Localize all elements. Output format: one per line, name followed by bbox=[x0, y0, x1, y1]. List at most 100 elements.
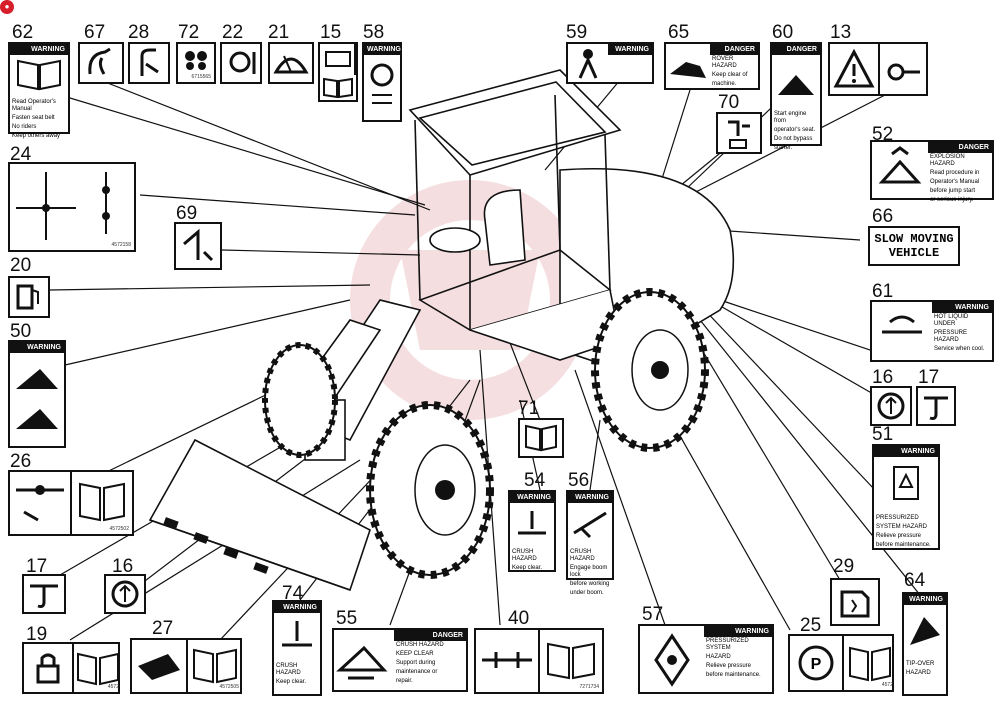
boom-lock-icon bbox=[573, 511, 607, 539]
manual-book-icon bbox=[17, 59, 61, 91]
callout-64: 64 bbox=[904, 570, 926, 591]
callout-16-left: 16 bbox=[112, 556, 134, 577]
decal-65-line-1: ROVER HAZARD bbox=[712, 56, 737, 69]
callout-25: 25 bbox=[800, 615, 822, 636]
decal-19-lock bbox=[24, 644, 74, 692]
decal-27-attachment bbox=[132, 640, 188, 692]
decal-69 bbox=[174, 222, 222, 270]
callout-70: 70 bbox=[718, 92, 740, 113]
decal-24: 4572158 bbox=[8, 162, 136, 252]
decal-55-line-2: KEEP CLEAR bbox=[396, 651, 434, 657]
crush-hazard-icon bbox=[518, 511, 546, 535]
callout-65: 65 bbox=[668, 22, 690, 43]
decal-26-manual: 4572502 bbox=[72, 472, 132, 534]
decal-60-line-1: Start engine from bbox=[774, 111, 807, 124]
decal-27-manual: 4572505 bbox=[188, 640, 242, 692]
rollover-hazard-icon bbox=[670, 62, 706, 78]
decal-56: WARNING CRUSH HAZARD Engage boom lock be… bbox=[566, 490, 614, 596]
callout-13: 13 bbox=[830, 22, 852, 43]
joystick-pattern-icon bbox=[16, 172, 110, 240]
callout-20: 20 bbox=[10, 255, 32, 276]
decal-72-code: 6715565 bbox=[191, 74, 211, 80]
callout-74: 74 bbox=[282, 583, 304, 604]
left-rear-tire bbox=[262, 342, 338, 458]
decal-54-line-2: Keep clear. bbox=[512, 565, 543, 571]
decal-22 bbox=[220, 42, 262, 84]
decal-60: DANGER Start engine from operator's seat… bbox=[770, 42, 822, 151]
decal-70 bbox=[716, 112, 762, 154]
decal-57-line-1: PRESSURIZED SYSTEM bbox=[706, 638, 749, 651]
fuel-pump-icon bbox=[16, 284, 39, 310]
decal-56-line-3: before working bbox=[570, 581, 610, 587]
decal-15 bbox=[318, 42, 358, 102]
tie-down-icon bbox=[30, 584, 58, 608]
decal-29 bbox=[830, 578, 880, 626]
decal-51-header: WARNING bbox=[874, 446, 938, 457]
manual-book-icon bbox=[525, 424, 557, 452]
callout-15: 15 bbox=[320, 22, 342, 43]
decal-55-header: DANGER bbox=[394, 630, 466, 641]
callout-16-right: 16 bbox=[872, 367, 894, 388]
decal-57-header: WARNING bbox=[704, 626, 772, 637]
decal-27-code: 4572505 bbox=[219, 684, 239, 690]
decal-51: WARNING PRESSURIZED SYSTEM HAZARD Reliev… bbox=[872, 444, 940, 550]
decal-65-line-2: Keep clear of bbox=[712, 72, 748, 78]
decal-13-key bbox=[880, 44, 928, 94]
decal-59-header: WARNING bbox=[608, 44, 652, 55]
crush-hazard-icon bbox=[282, 621, 312, 647]
brand-logo: ● bbox=[0, 0, 14, 14]
decal-17-right bbox=[916, 386, 956, 426]
decal-66-line-1: SLOW MOVING bbox=[874, 232, 954, 246]
decal-26: 4572502 bbox=[8, 470, 134, 536]
lift-point-icon bbox=[877, 392, 905, 420]
callout-22: 22 bbox=[222, 22, 244, 43]
callout-28: 28 bbox=[128, 22, 150, 43]
decal-51-line-4: before maintenance. bbox=[876, 542, 931, 548]
decal-66-line-2: VEHICLE bbox=[888, 246, 940, 260]
decal-60-line-2: operator's seat. bbox=[774, 127, 816, 133]
decal-26-pins bbox=[10, 472, 72, 534]
decal-56-header: WARNING bbox=[568, 492, 612, 503]
manual-book-icon bbox=[849, 646, 891, 682]
callout-67: 67 bbox=[84, 22, 106, 43]
decal-50-header: WARNING bbox=[10, 342, 64, 353]
start-hazard-icon bbox=[778, 75, 814, 95]
callout-60: 60 bbox=[772, 22, 794, 43]
decal-19-code: 4572 bbox=[107, 684, 119, 690]
front-tire bbox=[366, 401, 494, 579]
parking-brake-icon: P bbox=[798, 645, 834, 681]
decal-57-line-2: HAZARD bbox=[706, 654, 731, 660]
control-pattern-icon bbox=[185, 51, 207, 70]
decal-40-hitch bbox=[476, 630, 540, 692]
warning-triangle-icon bbox=[833, 48, 875, 88]
tie-down-icon bbox=[924, 396, 948, 420]
svg-text:P: P bbox=[811, 656, 822, 673]
decal-52-line-2: Read procedure in bbox=[930, 170, 980, 176]
battery-icon bbox=[325, 51, 351, 67]
fan-hazard-icon bbox=[370, 63, 394, 104]
decal-25-parking: P bbox=[790, 636, 844, 690]
decal-65-header: DANGER bbox=[710, 44, 758, 55]
decal-19: 4572 bbox=[22, 642, 120, 694]
decal-59: WARNING bbox=[566, 42, 654, 84]
decal-40-code: 7271734 bbox=[579, 684, 599, 690]
decal-62: WARNING Read Operator's Manual Fasten se… bbox=[8, 42, 70, 139]
decal-61-header: WARNING bbox=[932, 302, 992, 313]
decal-64-line-1: TIP-OVER bbox=[906, 661, 935, 667]
callout-55: 55 bbox=[336, 608, 358, 629]
decal-16-left bbox=[104, 574, 146, 614]
decal-51-line-1: PRESSURIZED bbox=[876, 515, 919, 521]
decal-56-line-2: Engage boom lock bbox=[570, 565, 608, 578]
decal-27: 4572505 bbox=[130, 638, 242, 694]
decal-60-line-3: Do not bypass bbox=[774, 136, 813, 142]
explosion-hazard-icon bbox=[878, 146, 922, 184]
decal-26-code: 4572502 bbox=[109, 526, 129, 532]
callout-51: 51 bbox=[872, 424, 894, 445]
fan-icon bbox=[229, 51, 256, 74]
callout-59: 59 bbox=[566, 22, 588, 43]
callout-40: 40 bbox=[508, 608, 530, 629]
decal-58-header: WARNING bbox=[364, 44, 401, 55]
decal-61: WARNING HOT LIQUID UNDER PRESSURE HAZARD… bbox=[870, 300, 994, 362]
